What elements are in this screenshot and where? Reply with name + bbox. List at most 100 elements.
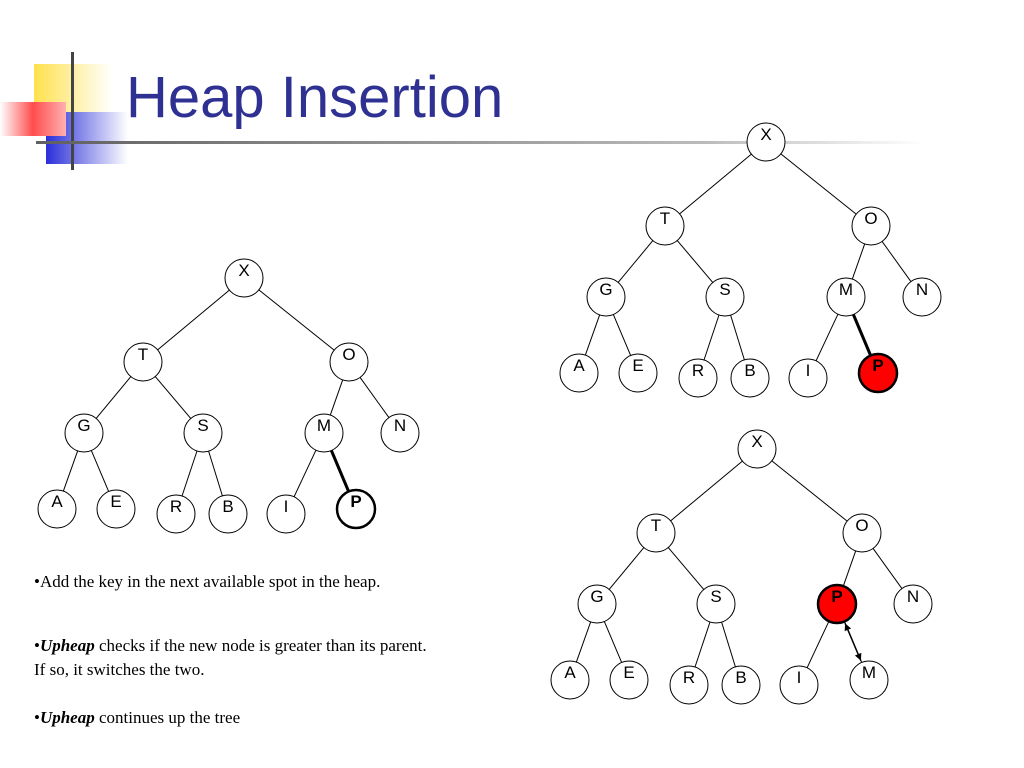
node-label-step-2-r: O	[864, 209, 877, 228]
deco-red-bar	[0, 102, 66, 136]
node-label-step-2-l: T	[660, 209, 670, 228]
node-label-step-2-rr: N	[916, 280, 928, 299]
node-label-step-3-lr: S	[710, 587, 721, 606]
node-circle-step-2-rlr	[857, 352, 899, 394]
edge-l-ll	[95, 376, 132, 419]
edge-lr-lrl	[703, 314, 720, 361]
node-label-step-3-l: T	[651, 516, 661, 535]
edge-r-rl	[329, 379, 344, 416]
node-label-step-3-ll: G	[590, 587, 603, 606]
deco-title-underline	[36, 141, 926, 144]
node-circle-step-2-lr	[705, 277, 745, 317]
node-circle-step-3-l	[636, 513, 676, 553]
swap-arrow-head-down	[854, 652, 862, 661]
node-circle-step-3-lrl	[669, 665, 709, 705]
node-label-step-1-rll: I	[284, 497, 289, 516]
edge-rl-rll	[293, 449, 317, 498]
edge-r-rl	[851, 243, 866, 280]
node-label-step-2-rlr: P	[872, 356, 883, 375]
edge-ll-lll	[584, 314, 601, 356]
node-label-step-1-llr: E	[110, 492, 121, 511]
node-circle-step-3-rr	[893, 584, 933, 624]
node-circle-step-2-l	[645, 206, 685, 246]
node-label-step-3-rl: P	[831, 587, 842, 606]
node-label-step-2-rl: M	[839, 280, 853, 299]
node-circle-step-3-rlr	[849, 660, 889, 700]
node-label-step-1-rlr: P	[350, 492, 361, 511]
node-circle-step-1-lr	[183, 413, 223, 453]
heap-tree-step-1: X T O G S M N A E R B I P	[37, 258, 420, 534]
node-circle-step-1-ll	[64, 413, 104, 453]
edge-r-rr	[872, 548, 903, 589]
node-circle-step-1-lll	[37, 489, 77, 529]
edge-l-ll	[608, 547, 645, 590]
edge-root-r	[258, 289, 335, 351]
node-label-step-1-lrr: B	[222, 497, 233, 516]
edge-rl-rlr	[851, 313, 873, 357]
node-label-step-1-l: T	[138, 345, 148, 364]
edge-lr-lrr	[208, 451, 223, 496]
edge-ll-llr	[612, 314, 632, 356]
node-label-step-1-lr: S	[197, 416, 208, 435]
node-circle-step-2-lrl	[678, 358, 718, 398]
node-circle-step-3-lll	[550, 660, 590, 700]
edge-r-rr	[359, 377, 390, 418]
node-label-step-3-lll: A	[564, 663, 576, 682]
node-label-step-3-lrr: B	[735, 668, 746, 687]
node-circle-step-3-rll	[779, 665, 819, 705]
edge-lr-lrl	[694, 621, 711, 668]
edge-r-rr	[881, 241, 912, 282]
node-label-step-3-rr: N	[907, 587, 919, 606]
node-label-step-1-lrl: R	[170, 497, 182, 516]
node-label-step-3-rll: I	[797, 668, 802, 687]
edge-ll-lll	[62, 450, 79, 492]
edge-ll-llr	[603, 621, 623, 663]
node-circle-step-1-llr	[96, 489, 136, 529]
deco-vertical-line	[71, 52, 74, 170]
edge-root-r	[780, 153, 857, 215]
edge-l-lr	[154, 376, 192, 419]
node-circle-step-1-lrl	[156, 494, 196, 534]
node-circle-step-2-root	[746, 122, 786, 162]
node-label-step-2-llr: E	[632, 356, 643, 375]
edge-ll-lll	[575, 621, 592, 663]
node-circle-step-2-r	[851, 206, 891, 246]
node-circle-step-3-lr	[696, 584, 736, 624]
edge-root-r	[771, 460, 848, 522]
node-label-step-1-r: O	[342, 345, 355, 364]
edge-root-l	[679, 153, 752, 215]
node-label-step-2-rll: I	[806, 361, 811, 380]
node-circle-step-3-llr	[609, 660, 649, 700]
node-label-step-1-root: X	[238, 261, 249, 280]
node-circle-step-1-rlr	[335, 488, 377, 530]
node-label-step-1-rl: M	[317, 416, 331, 435]
edge-rl-rll	[815, 313, 839, 362]
edge-lr-lrr	[730, 315, 745, 360]
node-label-step-1-lll: A	[51, 492, 63, 511]
node-label-step-1-ll: G	[77, 416, 90, 435]
node-label-step-2-lrl: R	[692, 361, 704, 380]
node-circle-step-3-lrr	[721, 665, 761, 705]
node-label-step-3-llr: E	[623, 663, 634, 682]
node-label-step-1-rr: N	[394, 416, 406, 435]
edge-l-lr	[676, 240, 714, 283]
node-circle-step-1-rr	[380, 413, 420, 453]
node-circle-step-2-lrr	[730, 358, 770, 398]
node-circle-step-1-lrr	[208, 494, 248, 534]
node-circle-step-2-rr	[902, 277, 942, 317]
node-circle-step-1-l	[123, 342, 163, 382]
node-circle-step-2-llr	[618, 353, 658, 393]
edge-root-l	[670, 460, 743, 522]
node-label-step-3-r: O	[855, 516, 868, 535]
node-circle-step-2-rl	[826, 277, 866, 317]
node-label-step-2-lr: S	[719, 280, 730, 299]
node-circle-step-2-rll	[788, 358, 828, 398]
node-label-step-3-lrl: R	[683, 668, 695, 687]
edge-lr-lrr	[721, 622, 736, 667]
node-circle-step-1-root	[224, 258, 264, 298]
